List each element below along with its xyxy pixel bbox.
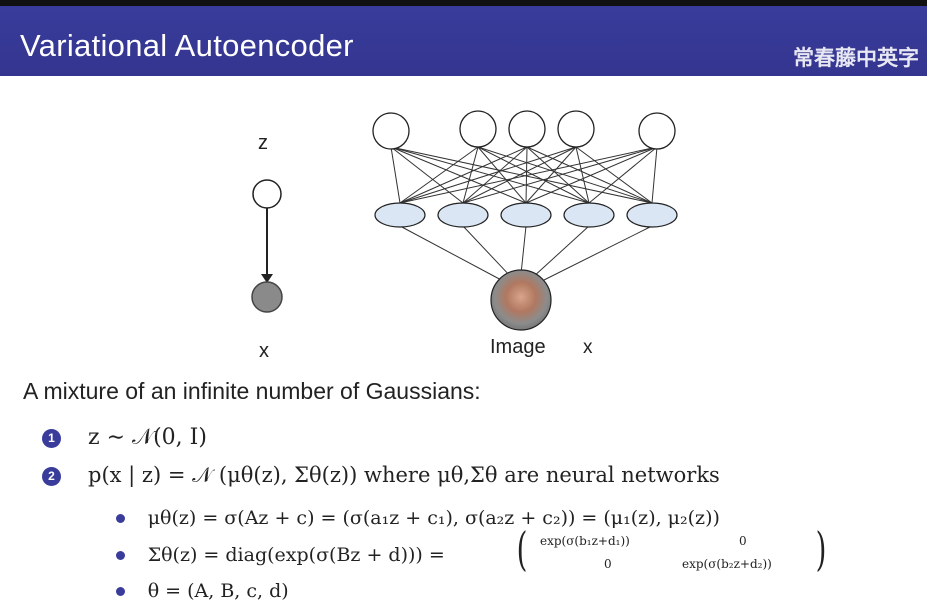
params-formula: θ = (A, B, c, d)	[147, 580, 289, 602]
hidden-node	[437, 202, 489, 228]
matrix-a12: 0	[739, 534, 747, 548]
input-node	[508, 110, 546, 148]
enum-marker: 1	[42, 428, 61, 448]
matrix-right-paren: )	[815, 522, 827, 576]
likelihood-formula: p(x | z) = 𝒩 (μθ(z), Σθ(z)) where μθ,Σθ …	[88, 463, 720, 487]
matrix-left-paren: (	[516, 522, 528, 576]
enum-item-1: 1 z ∼ 𝒩(0, I)	[42, 425, 207, 450]
image-label: Image	[490, 336, 546, 358]
image-x-label: x	[583, 337, 593, 358]
intro-text: A mixture of an infinite number of Gauss…	[23, 378, 481, 404]
matrix-a22: exp(σ(b₂z+d₂))	[682, 557, 772, 571]
bullet	[116, 513, 125, 523]
covariance-formula: Σθ(z) = diag(exp(σ(Bz + d))) =	[147, 544, 445, 566]
observed-node	[251, 281, 283, 313]
enum-marker: 2	[42, 466, 61, 486]
mean-formula: μθ(z) = σ(Az + c) = (σ(a₁z + c₁), σ(a₂z …	[147, 507, 720, 529]
input-node	[557, 110, 595, 148]
image-node	[490, 269, 552, 331]
top-border	[0, 0, 927, 6]
input-node	[372, 112, 410, 150]
input-node	[638, 112, 676, 150]
matrix-a11: exp(σ(b₁z+d₁))	[540, 534, 630, 548]
subitem-covariance: Σθ(z) = diag(exp(σ(Bz + d))) =	[116, 542, 445, 566]
hidden-output-edges	[399, 225, 653, 283]
slide-title: Variational Autoencoder	[20, 28, 354, 63]
subitem-mean: μθ(z) = σ(Az + c) = (σ(a₁z + c₁), σ(a₂z …	[116, 505, 720, 529]
hidden-node	[500, 202, 552, 228]
hidden-node	[563, 202, 615, 228]
enum-item-2: 2 p(x | z) = 𝒩 (μθ(z), Σθ(z)) where μθ,Σ…	[42, 463, 720, 488]
arrow-head	[261, 274, 273, 283]
input-hidden-edges	[390, 146, 658, 204]
latent-label: z	[258, 132, 268, 154]
subitem-params: θ = (A, B, c, d)	[116, 578, 289, 602]
latent-node	[252, 179, 282, 209]
matrix-a21: 0	[604, 557, 612, 571]
prior-formula: z ∼ 𝒩(0, I)	[88, 425, 207, 450]
input-node	[459, 110, 497, 148]
slide-header: Variational Autoencoder 常春藤中英字	[0, 6, 927, 76]
watermark-text: 常春藤中英字	[793, 46, 919, 70]
observed-label: x	[259, 340, 269, 362]
hidden-node	[374, 202, 426, 228]
bullet	[116, 586, 125, 596]
hidden-node	[626, 202, 678, 228]
bullet	[116, 550, 125, 560]
vae-diagram	[251, 110, 678, 331]
